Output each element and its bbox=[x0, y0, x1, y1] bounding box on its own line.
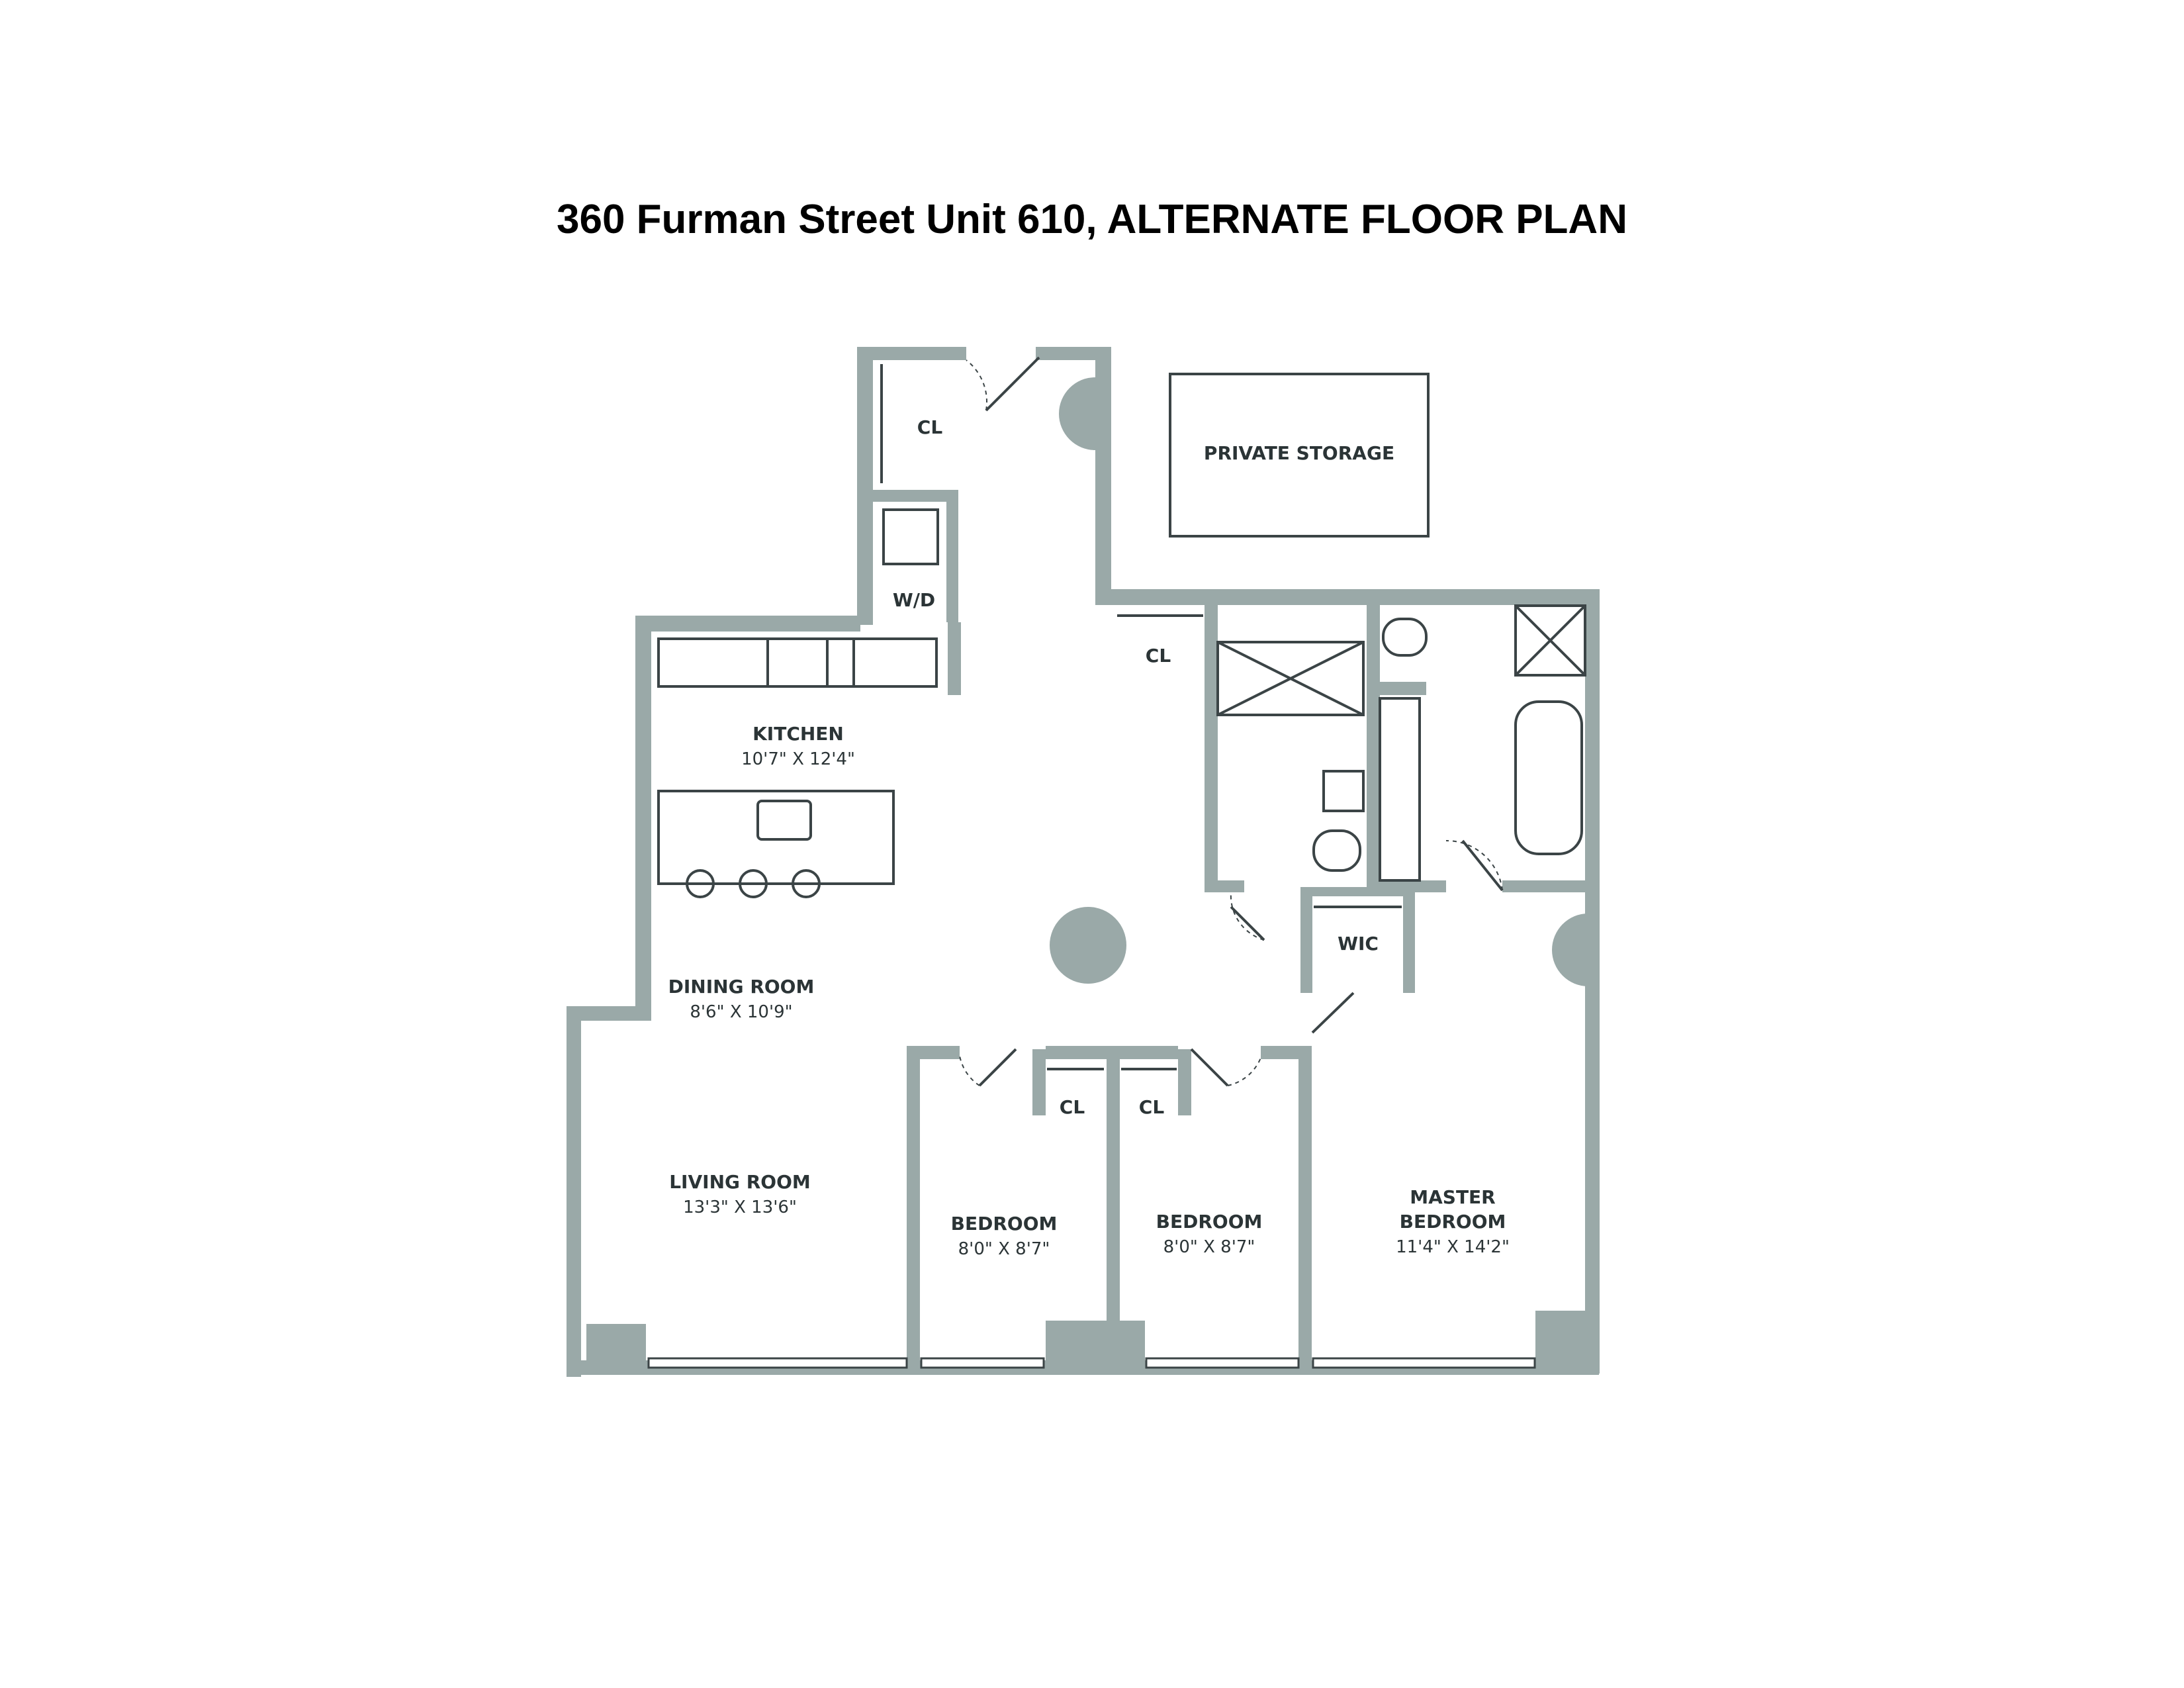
door bbox=[1230, 906, 1265, 941]
door bbox=[1190, 1048, 1229, 1087]
master-bedroom-size: 11'4" X 14'2" bbox=[1396, 1237, 1510, 1257]
wall bbox=[1036, 347, 1109, 360]
wall bbox=[1205, 880, 1244, 892]
kitchen-label: KITCHEN bbox=[752, 723, 844, 745]
wall bbox=[567, 1006, 581, 1377]
wall bbox=[1367, 599, 1380, 890]
wall bbox=[1046, 1321, 1145, 1367]
door-swing bbox=[1445, 839, 1503, 891]
wall bbox=[1300, 887, 1415, 896]
sink bbox=[756, 800, 812, 841]
dining-size: 8'6" X 10'9" bbox=[690, 1002, 792, 1022]
sink bbox=[1322, 770, 1365, 812]
wall bbox=[635, 616, 651, 1013]
kitchen-island bbox=[657, 790, 895, 885]
wall bbox=[1178, 1049, 1191, 1115]
column bbox=[1552, 914, 1588, 986]
stool bbox=[739, 869, 768, 898]
bedroom-2-size: 8'0" X 8'7" bbox=[1163, 1237, 1255, 1257]
wall bbox=[857, 490, 956, 502]
wall bbox=[857, 347, 873, 625]
wall bbox=[1107, 1046, 1120, 1374]
wic-label: WIC bbox=[1338, 933, 1379, 955]
closet-entry-label: CL bbox=[917, 416, 943, 438]
private-storage bbox=[1169, 373, 1430, 538]
master-bedroom-label-line2: BEDROOM bbox=[1400, 1211, 1506, 1233]
shower-drain bbox=[1217, 641, 1364, 716]
wall bbox=[567, 1006, 651, 1021]
wall bbox=[1095, 347, 1111, 592]
closet-bedroom-2-label: CL bbox=[1139, 1096, 1165, 1118]
bedroom-1-size: 8'0" X 8'7" bbox=[958, 1239, 1050, 1259]
toilet bbox=[1382, 618, 1428, 657]
master-bedroom-label-line1: MASTER bbox=[1410, 1186, 1496, 1208]
wall bbox=[1205, 599, 1218, 890]
wall bbox=[1535, 1311, 1588, 1364]
closet-hall-label: CL bbox=[1146, 645, 1171, 667]
living-size: 13'3" X 13'6" bbox=[683, 1197, 797, 1217]
toilet bbox=[1312, 829, 1361, 872]
room-labels: KITCHEN 10'7" X 12'4" DINING ROOM 8'6" X… bbox=[668, 416, 1510, 1259]
round-table bbox=[1050, 907, 1126, 984]
bedroom-1-label: BEDROOM bbox=[951, 1213, 1058, 1235]
wall bbox=[635, 616, 860, 632]
vanity bbox=[1379, 697, 1421, 882]
wd-label: W/D bbox=[893, 589, 935, 611]
wall bbox=[907, 1046, 920, 1374]
stool bbox=[792, 869, 821, 898]
door-swing bbox=[1227, 1057, 1261, 1086]
range bbox=[766, 637, 829, 688]
bathtub bbox=[1514, 700, 1583, 855]
window bbox=[1312, 1357, 1536, 1369]
washer-dryer bbox=[882, 508, 939, 565]
column bbox=[1059, 377, 1095, 450]
living-label: LIVING ROOM bbox=[669, 1171, 811, 1193]
window bbox=[647, 1357, 908, 1369]
private-storage-label: PRIVATE STORAGE bbox=[1204, 442, 1394, 464]
closet-bedroom-1-label: CL bbox=[1060, 1096, 1085, 1118]
wall bbox=[907, 1046, 960, 1059]
wall bbox=[1367, 682, 1426, 695]
door bbox=[985, 356, 1040, 412]
wall bbox=[1298, 1046, 1312, 1374]
door-swing bbox=[959, 1055, 980, 1086]
shower bbox=[1216, 641, 1365, 716]
kitchen-counter bbox=[657, 637, 938, 688]
bedroom-2-label: BEDROOM bbox=[1156, 1211, 1263, 1233]
shower bbox=[1514, 604, 1586, 677]
wall bbox=[1300, 887, 1312, 993]
page-title: 360 Furman Street Unit 610, ALTERNATE FL… bbox=[557, 197, 1627, 242]
shower-drain bbox=[1514, 604, 1586, 677]
window bbox=[1145, 1357, 1300, 1369]
wall bbox=[948, 622, 961, 695]
door bbox=[978, 1048, 1017, 1087]
wall bbox=[1261, 1046, 1310, 1059]
door bbox=[1461, 839, 1504, 892]
wall bbox=[857, 347, 966, 360]
dining-label: DINING ROOM bbox=[668, 976, 815, 998]
wall bbox=[1095, 589, 1598, 605]
kitchen-size: 10'7" X 12'4" bbox=[741, 749, 855, 769]
door-swing bbox=[966, 359, 988, 411]
door-swing bbox=[1230, 892, 1265, 941]
wall bbox=[1585, 589, 1600, 1374]
wall bbox=[586, 1324, 646, 1364]
stool bbox=[686, 869, 715, 898]
window bbox=[920, 1357, 1045, 1369]
wall bbox=[1502, 880, 1598, 892]
wall bbox=[946, 490, 958, 622]
door bbox=[1311, 992, 1355, 1034]
wall bbox=[1403, 887, 1415, 993]
wall bbox=[1032, 1049, 1046, 1115]
